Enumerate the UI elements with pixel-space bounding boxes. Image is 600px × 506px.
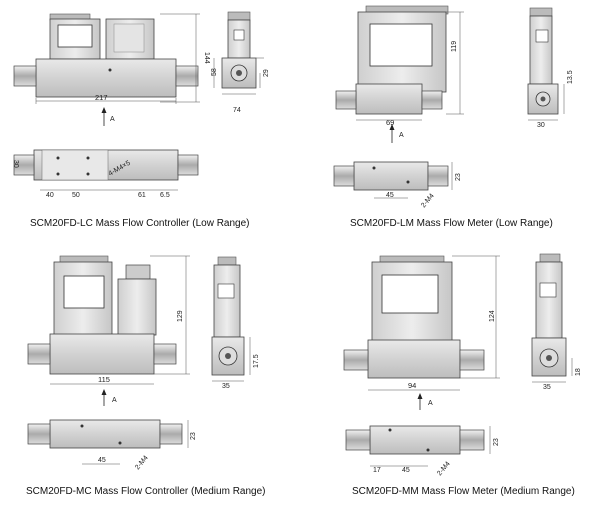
lm-dim-bottom-height: 23 bbox=[455, 173, 462, 181]
lc-dim-hole-1: 40 bbox=[46, 192, 54, 199]
lc-view-arrow-label: A bbox=[110, 116, 115, 123]
lm-dim-bottom-length: 45 bbox=[386, 192, 394, 199]
mm-bottom-view bbox=[345, 425, 491, 467]
mm-dim-height: 124 bbox=[489, 310, 496, 322]
mc-dim-bottom-length: 45 bbox=[98, 457, 106, 464]
lc-dim-hole-2: 50 bbox=[72, 192, 80, 199]
mm-front-view bbox=[343, 255, 500, 410]
mc-dim-side-width: 35 bbox=[222, 383, 230, 390]
lm-side-view bbox=[527, 7, 565, 121]
lc-side-view bbox=[213, 11, 264, 95]
mc-bottom-view bbox=[27, 419, 189, 465]
lm-dim-height: 119 bbox=[451, 41, 458, 52]
lc-front-view bbox=[13, 13, 200, 126]
mc-dim-bottom-height: 23 bbox=[190, 432, 197, 440]
lm-dim-length: 69 bbox=[386, 118, 394, 127]
lc-dim-bottom-width: 30 bbox=[12, 160, 19, 168]
lc-dim-side-width: 74 bbox=[233, 107, 241, 114]
mm-dim-side-fitting: 18 bbox=[575, 368, 582, 376]
lm-front-view bbox=[335, 5, 464, 143]
mm-side-view bbox=[531, 253, 573, 383]
lm-dim-thread: 2-M4 bbox=[420, 192, 436, 209]
lc-dim-side-fitting: 29 bbox=[263, 69, 270, 77]
mm-dim-bottom-length: 45 bbox=[402, 467, 410, 474]
mm-dim-side-width: 35 bbox=[543, 384, 551, 391]
mc-dim-side-fitting: 17.5 bbox=[253, 354, 260, 368]
caption-lc: SCM20FD-LC Mass Flow Controller (Low Ran… bbox=[30, 218, 250, 229]
mm-dim-length: 94 bbox=[408, 381, 416, 390]
mm-dim-bottom-offset: 17 bbox=[373, 467, 381, 474]
caption-mc: SCM20FD-MC Mass Flow Controller (Medium … bbox=[26, 486, 266, 497]
mm-view-arrow-label: A bbox=[428, 400, 433, 407]
lm-view-arrow-label: A bbox=[399, 132, 404, 139]
lm-dim-side-fitting: 13.5 bbox=[567, 70, 574, 84]
mm-dim-bottom-height: 23 bbox=[493, 438, 500, 446]
mm-dim-thread: 2-M4 bbox=[436, 460, 452, 477]
lc-dim-hole-3: 61 bbox=[138, 192, 146, 199]
lc-dim-side-height: 58 bbox=[211, 68, 218, 76]
lc-dim-length: 217 bbox=[95, 93, 108, 102]
lm-dim-side-width: 30 bbox=[537, 122, 545, 129]
lm-bottom-view bbox=[333, 161, 453, 199]
mc-dim-thread: 2-M4 bbox=[134, 454, 150, 471]
lc-dim-hole-4: 6.5 bbox=[160, 192, 170, 199]
mc-side-view bbox=[211, 256, 251, 382]
mc-dim-height: 129 bbox=[177, 310, 184, 322]
lc-bottom-view bbox=[13, 149, 199, 191]
lc-dim-height: 144 bbox=[203, 52, 210, 64]
mc-view-arrow-label: A bbox=[112, 397, 117, 404]
caption-mm: SCM20FD-MM Mass Flow Meter (Medium Range… bbox=[352, 486, 575, 497]
mc-dim-length: 115 bbox=[98, 375, 110, 384]
caption-lm: SCM20FD-LM Mass Flow Meter (Low Range) bbox=[350, 218, 553, 229]
mc-front-view bbox=[27, 255, 190, 406]
